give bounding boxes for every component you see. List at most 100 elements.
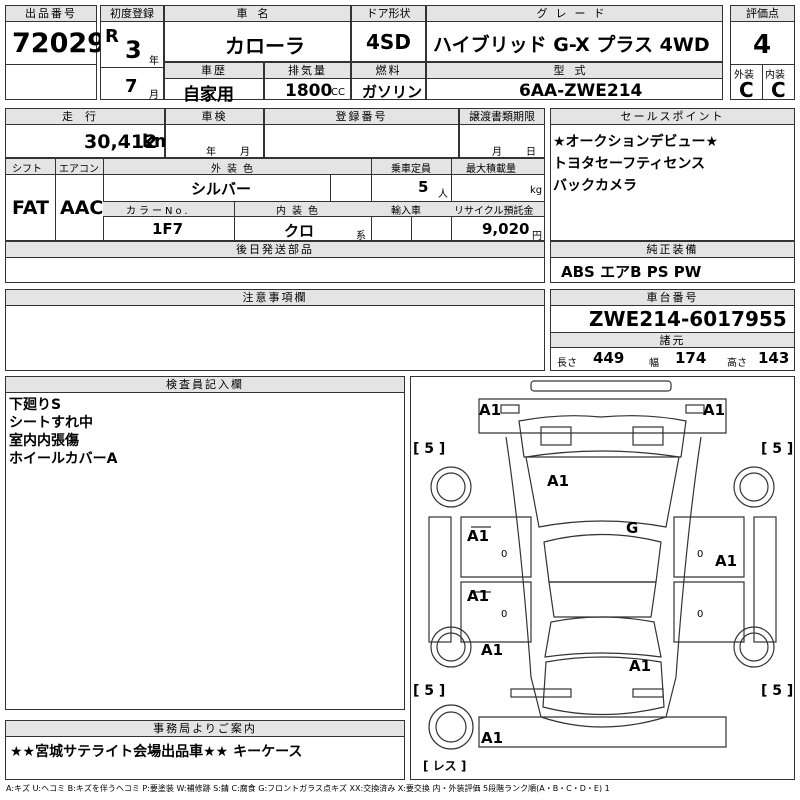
mark-left-rear-door: A1 bbox=[467, 587, 490, 605]
displacement: 1800 bbox=[285, 81, 333, 101]
specs-label: 諸元 bbox=[551, 332, 794, 348]
sales-point-item: ★オークションデビュー★ bbox=[553, 134, 719, 150]
car-name: カローラ bbox=[225, 34, 305, 58]
sales-points-label: セールスポイント bbox=[551, 109, 794, 125]
recycle-unit: 円 bbox=[532, 231, 542, 242]
equipment-box: 純正装備 ABS エアB PS PW bbox=[550, 241, 795, 283]
mark-door-zero: 0 bbox=[501, 549, 508, 560]
era: R bbox=[105, 26, 119, 47]
office-text: ★★宮城サテライト会場出品車★★ キーケース bbox=[10, 744, 303, 760]
capacity-unit: 人 bbox=[438, 189, 448, 200]
inspection-box: 車検 年 月 bbox=[165, 108, 264, 158]
grade: ハイブリッド G-X プラス 4WD bbox=[433, 34, 710, 56]
inspector-box: 検査員記入欄 下廻りS シートすれ中 室内内張傷 ホイールカバーA bbox=[5, 376, 405, 710]
history-box: 車歴 自家用 bbox=[164, 62, 264, 105]
lot-label: 出品番号 bbox=[6, 6, 96, 22]
mark-left-front-door: A1 bbox=[467, 527, 490, 545]
interior-color-label: 内装色 bbox=[276, 206, 324, 217]
inspector-line: ホイールカバーA bbox=[9, 451, 118, 467]
height-label: 高さ bbox=[727, 358, 747, 369]
sales-points-box: セールスポイント ★オークションデビュー★ トヨタセーフティセンス バックカメラ bbox=[550, 108, 795, 241]
mark-tire-fr: [ 5 ] bbox=[761, 441, 794, 457]
equipment-label: 純正装備 bbox=[551, 242, 794, 258]
notes-box: 注意事項欄 bbox=[5, 289, 545, 371]
exterior-grade: C bbox=[739, 78, 754, 102]
load-unit: kg bbox=[530, 185, 543, 196]
mileage-box: 走行 30,412 km bbox=[5, 108, 173, 158]
interior-grade: C bbox=[771, 78, 786, 102]
car-outline-svg bbox=[428, 380, 777, 750]
reg-no-label: 登録番号 bbox=[265, 109, 458, 125]
car-condition-diagram: A1 A1 A1 G A1 A1 A1 A1 A1 A1 [ 5 ] [ 5 ]… bbox=[410, 376, 795, 780]
chassis-number: ZWE214-6017955 bbox=[589, 307, 787, 331]
insp-year-unit: 年 bbox=[206, 147, 216, 158]
chassis-label: 車台番号 bbox=[551, 290, 794, 306]
color-no-label: カラーNo. bbox=[126, 206, 191, 217]
transfer-label: 譲渡書類期限 bbox=[460, 109, 544, 125]
inspector-line: 室内内張傷 bbox=[9, 433, 79, 449]
grade-label: グレード bbox=[427, 6, 722, 22]
length: 449 bbox=[593, 349, 625, 367]
inspector-label: 検査員記入欄 bbox=[6, 377, 404, 393]
shift-label: シフト bbox=[12, 164, 42, 175]
first-reg-box: 初度登録 R 3 年 7 月 bbox=[100, 5, 164, 101]
later-parts-box: 後日発送部品 bbox=[5, 241, 545, 283]
mark-tire-rr: [ 5 ] bbox=[761, 683, 794, 699]
aircon: AAC bbox=[60, 197, 104, 219]
mark-left-rear-fender: A1 bbox=[481, 641, 504, 659]
transfer-box: 譲渡書類期限 月 日 bbox=[459, 108, 545, 158]
office-box: 事務局よりご案内 ★★宮城サテライト会場出品車★★ キーケース bbox=[5, 720, 405, 780]
mileage-label: 走行 bbox=[6, 109, 164, 125]
reg-month: 7 bbox=[125, 76, 138, 97]
width: 174 bbox=[675, 349, 707, 367]
mark-rear-bumper: A1 bbox=[481, 729, 504, 747]
model-box: 型式 6AA-ZWE214 bbox=[426, 62, 723, 101]
displacement-unit: CC bbox=[331, 87, 345, 98]
score-label: 評価点 bbox=[731, 6, 794, 22]
transfer-month-unit: 月 bbox=[492, 147, 502, 158]
history-label: 車歴 bbox=[165, 63, 263, 79]
fuel-box: 燃料 ガソリン bbox=[351, 62, 426, 101]
office-label: 事務局よりご案内 bbox=[6, 721, 404, 737]
car-name-label: 車名 bbox=[165, 6, 350, 22]
import-label: 輸入車 bbox=[391, 206, 421, 217]
chassis-box: 車台番号 ZWE214-6017955 諸元 長さ 449 幅 174 高さ 1… bbox=[550, 289, 795, 371]
notes-label: 注意事項欄 bbox=[6, 290, 544, 306]
inspection-label: 車検 bbox=[166, 109, 263, 125]
color-no: 1F7 bbox=[152, 220, 184, 238]
model: 6AA-ZWE214 bbox=[519, 81, 643, 101]
interior-label: 内装 bbox=[765, 70, 785, 81]
width-label: 幅 bbox=[649, 358, 659, 369]
sales-point-item: トヨタセーフティセンス bbox=[553, 156, 706, 172]
score-box: 評価点 4 外装 内装 C C bbox=[730, 5, 795, 102]
shift: FAT bbox=[12, 197, 49, 219]
reg-year: 3 bbox=[125, 36, 142, 64]
mark-door-zero: 0 bbox=[697, 549, 704, 560]
door-box: ドア形状 4SD bbox=[351, 5, 426, 62]
color-label: 外装色 bbox=[211, 164, 259, 175]
mark-trunk: A1 bbox=[629, 657, 652, 675]
mark-right-front-door: A1 bbox=[715, 552, 738, 570]
aircon-label: エアコン bbox=[59, 164, 99, 175]
exterior-label: 外装 bbox=[734, 70, 754, 81]
height: 143 bbox=[758, 349, 790, 367]
history: 自家用 bbox=[183, 85, 234, 105]
mark-hood: A1 bbox=[547, 472, 570, 490]
load-label: 最大積載量 bbox=[466, 164, 516, 175]
month-unit: 月 bbox=[149, 90, 159, 101]
transfer-day-unit: 日 bbox=[526, 147, 536, 158]
door-label: ドア形状 bbox=[352, 6, 425, 22]
displacement-label: 排気量 bbox=[265, 63, 350, 79]
mileage: 30,412 bbox=[84, 131, 158, 153]
mark-tire-rl: [ 5 ] bbox=[413, 683, 446, 699]
inspector-line: 下廻りS bbox=[9, 397, 62, 413]
door-type: 4SD bbox=[366, 30, 411, 54]
capacity-label: 乗車定員 bbox=[391, 164, 431, 175]
fuel-label: 燃料 bbox=[352, 63, 425, 79]
recycle: 9,020 bbox=[482, 220, 530, 238]
year-unit: 年 bbox=[149, 56, 159, 67]
mark-spare: [ レス ] bbox=[423, 759, 467, 773]
first-reg-label: 初度登録 bbox=[101, 6, 163, 22]
insp-month-unit: 月 bbox=[240, 147, 250, 158]
lot-box: 出品番号 72029 bbox=[5, 5, 106, 100]
